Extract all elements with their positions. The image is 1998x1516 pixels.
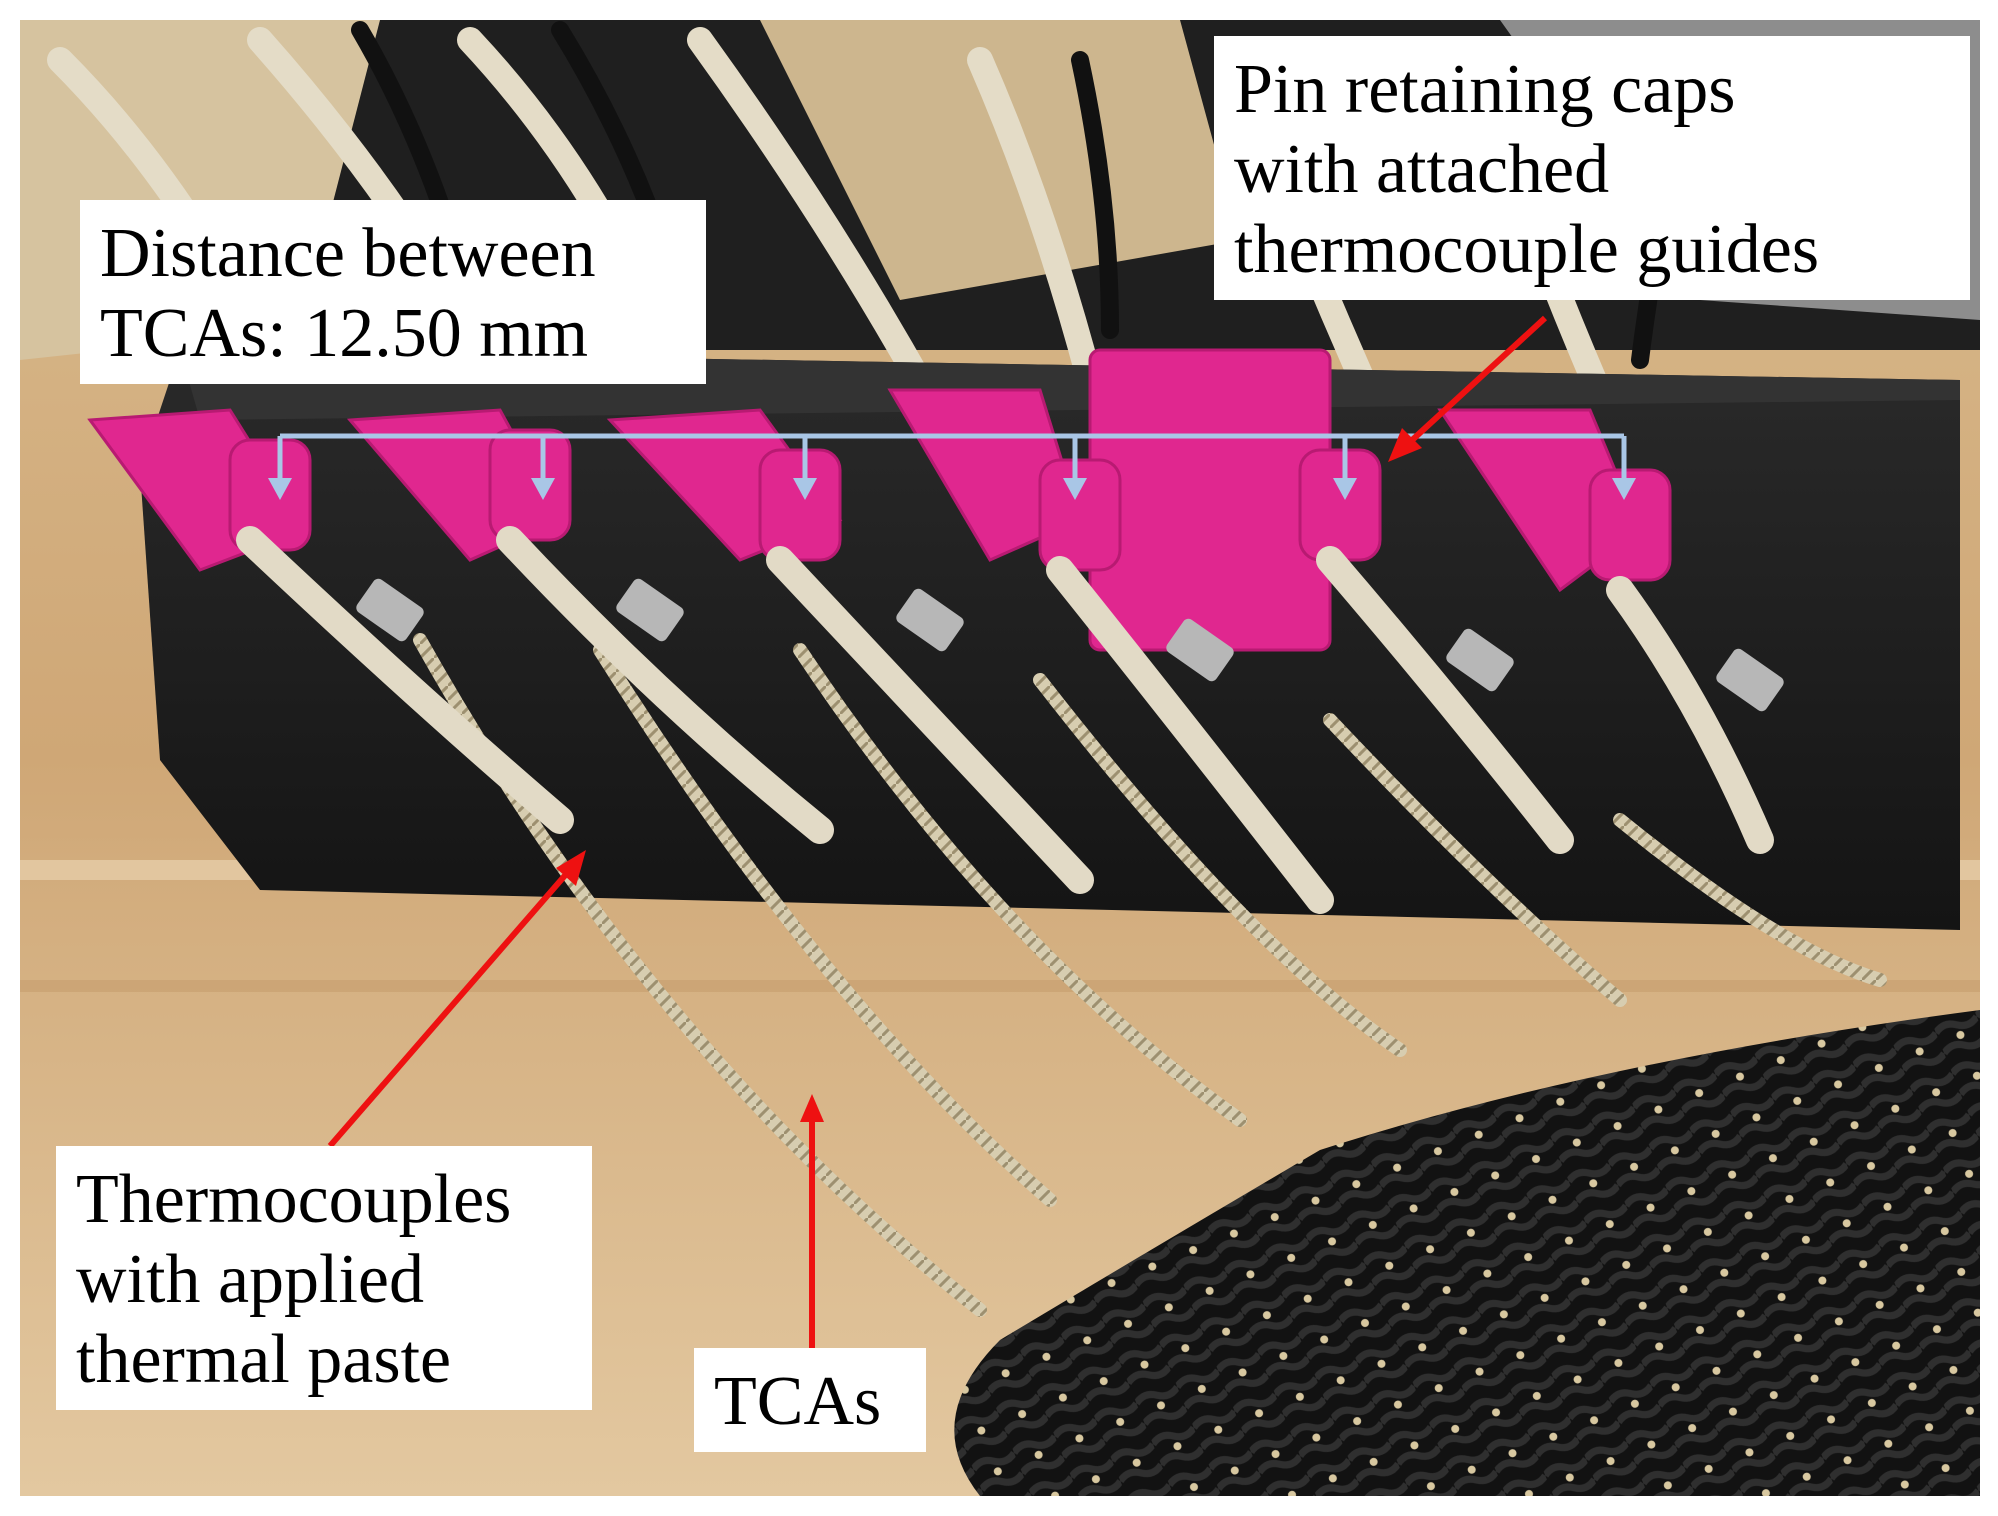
annotation-arrows [327, 315, 1548, 1348]
pin-caps-label: Pin retaining caps with attached thermoc… [1214, 36, 1970, 300]
distance-label-line-1: Distance between [100, 215, 596, 292]
pin-caps-label-line-1: Pin retaining caps [1234, 51, 1736, 128]
distance-label-line-2: TCAs: 12.50 mm [100, 295, 589, 372]
tcas-label-line-1: TCAs [714, 1363, 882, 1440]
woven-fabric [954, 1010, 1981, 1496]
thermocouples-label-line-2: with applied [76, 1241, 424, 1318]
distance-label: Distance between TCAs: 12.50 mm [80, 200, 706, 384]
tcas-label: TCAs [694, 1348, 926, 1452]
pin-caps-label-line-2: with attached [1234, 131, 1610, 208]
thermocouples-label: Thermocouples with applied thermal paste [56, 1146, 592, 1410]
pin-caps-label-line-3: thermocouple guides [1234, 211, 1820, 288]
thermocouples-label-line-3: thermal paste [76, 1321, 452, 1398]
thermocouples-label-line-1: Thermocouples [76, 1161, 512, 1238]
